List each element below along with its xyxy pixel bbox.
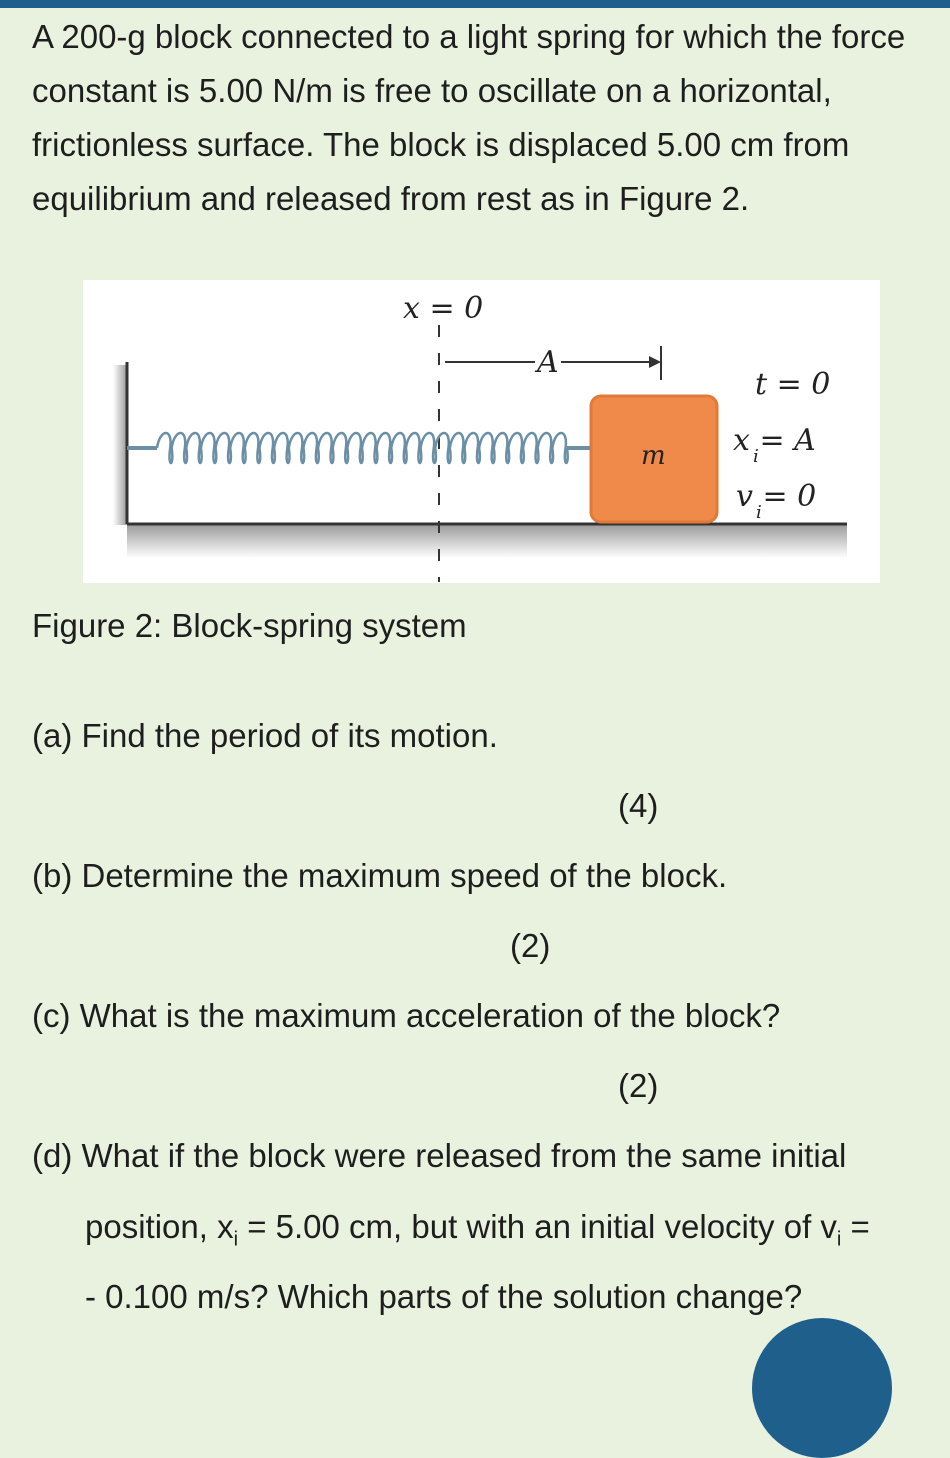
question-b: (b) Determine the maximum speed of the b… bbox=[32, 857, 728, 894]
floor-shadow bbox=[127, 524, 847, 558]
problem-statement: A 200-g block connected to a light sprin… bbox=[32, 18, 906, 217]
figure-caption: Figure 2: Block-spring system bbox=[32, 607, 467, 644]
condition-position-subscript: i bbox=[753, 446, 759, 467]
block-spring-diagram: x = 0 A m t = 0 x = A v = 0 i i bbox=[113, 291, 847, 582]
question-d-line-1: (d) What if the block were released from… bbox=[32, 1137, 847, 1174]
amplitude-label: A bbox=[534, 345, 559, 380]
marks-a: (4) bbox=[618, 787, 659, 824]
marks-c: (2) bbox=[618, 1067, 659, 1104]
block bbox=[589, 394, 719, 524]
amplitude-arrowhead bbox=[649, 356, 661, 368]
question-d-line-2: position, xi = 5.00 cm, but with an init… bbox=[85, 1208, 870, 1251]
question-d-line-3: - 0.100 m/s? Which parts of the solution… bbox=[85, 1278, 803, 1315]
condition-position: x = A bbox=[733, 423, 816, 458]
equilibrium-label: x = 0 bbox=[403, 291, 483, 326]
question-a: (a) Find the period of its motion. bbox=[32, 717, 498, 754]
mass-label: m bbox=[641, 441, 666, 471]
floating-action-button[interactable] bbox=[752, 1318, 892, 1458]
spring-coil bbox=[155, 431, 569, 465]
wall-shadow bbox=[113, 365, 127, 525]
marks-b: (2) bbox=[510, 927, 551, 964]
condition-velocity: v = 0 bbox=[736, 479, 816, 514]
condition-velocity-subscript: i bbox=[756, 502, 762, 523]
condition-time: t = 0 bbox=[755, 367, 830, 402]
question-c: (c) What is the maximum acceleration of … bbox=[32, 997, 781, 1034]
top-accent-bar bbox=[0, 0, 950, 8]
block-spring-figure: x = 0 A m t = 0 x = A v = 0 i i bbox=[83, 280, 880, 583]
